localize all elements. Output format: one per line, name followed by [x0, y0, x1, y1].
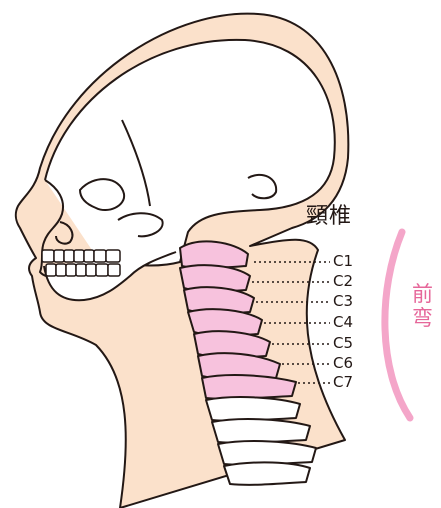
label-c3: C3 — [333, 292, 353, 310]
vertebra-c7 — [202, 375, 296, 399]
label-c7: C7 — [333, 373, 353, 391]
upper-teeth — [42, 250, 120, 262]
label-c6: C6 — [333, 354, 353, 372]
lower-teeth — [46, 264, 120, 276]
label-c5: C5 — [333, 334, 353, 352]
label-c1: C1 — [333, 252, 353, 270]
label-c2: C2 — [333, 272, 353, 290]
lordosis-label-char-2: 弯 — [412, 306, 432, 330]
label-c4: C4 — [333, 313, 353, 331]
lordosis-curve-arc — [385, 232, 410, 418]
lordosis-label-char-1: 前 — [412, 282, 432, 306]
cervical-spine-title: 頸椎 — [306, 198, 352, 230]
lordosis-label: 前 弯 — [412, 282, 432, 330]
